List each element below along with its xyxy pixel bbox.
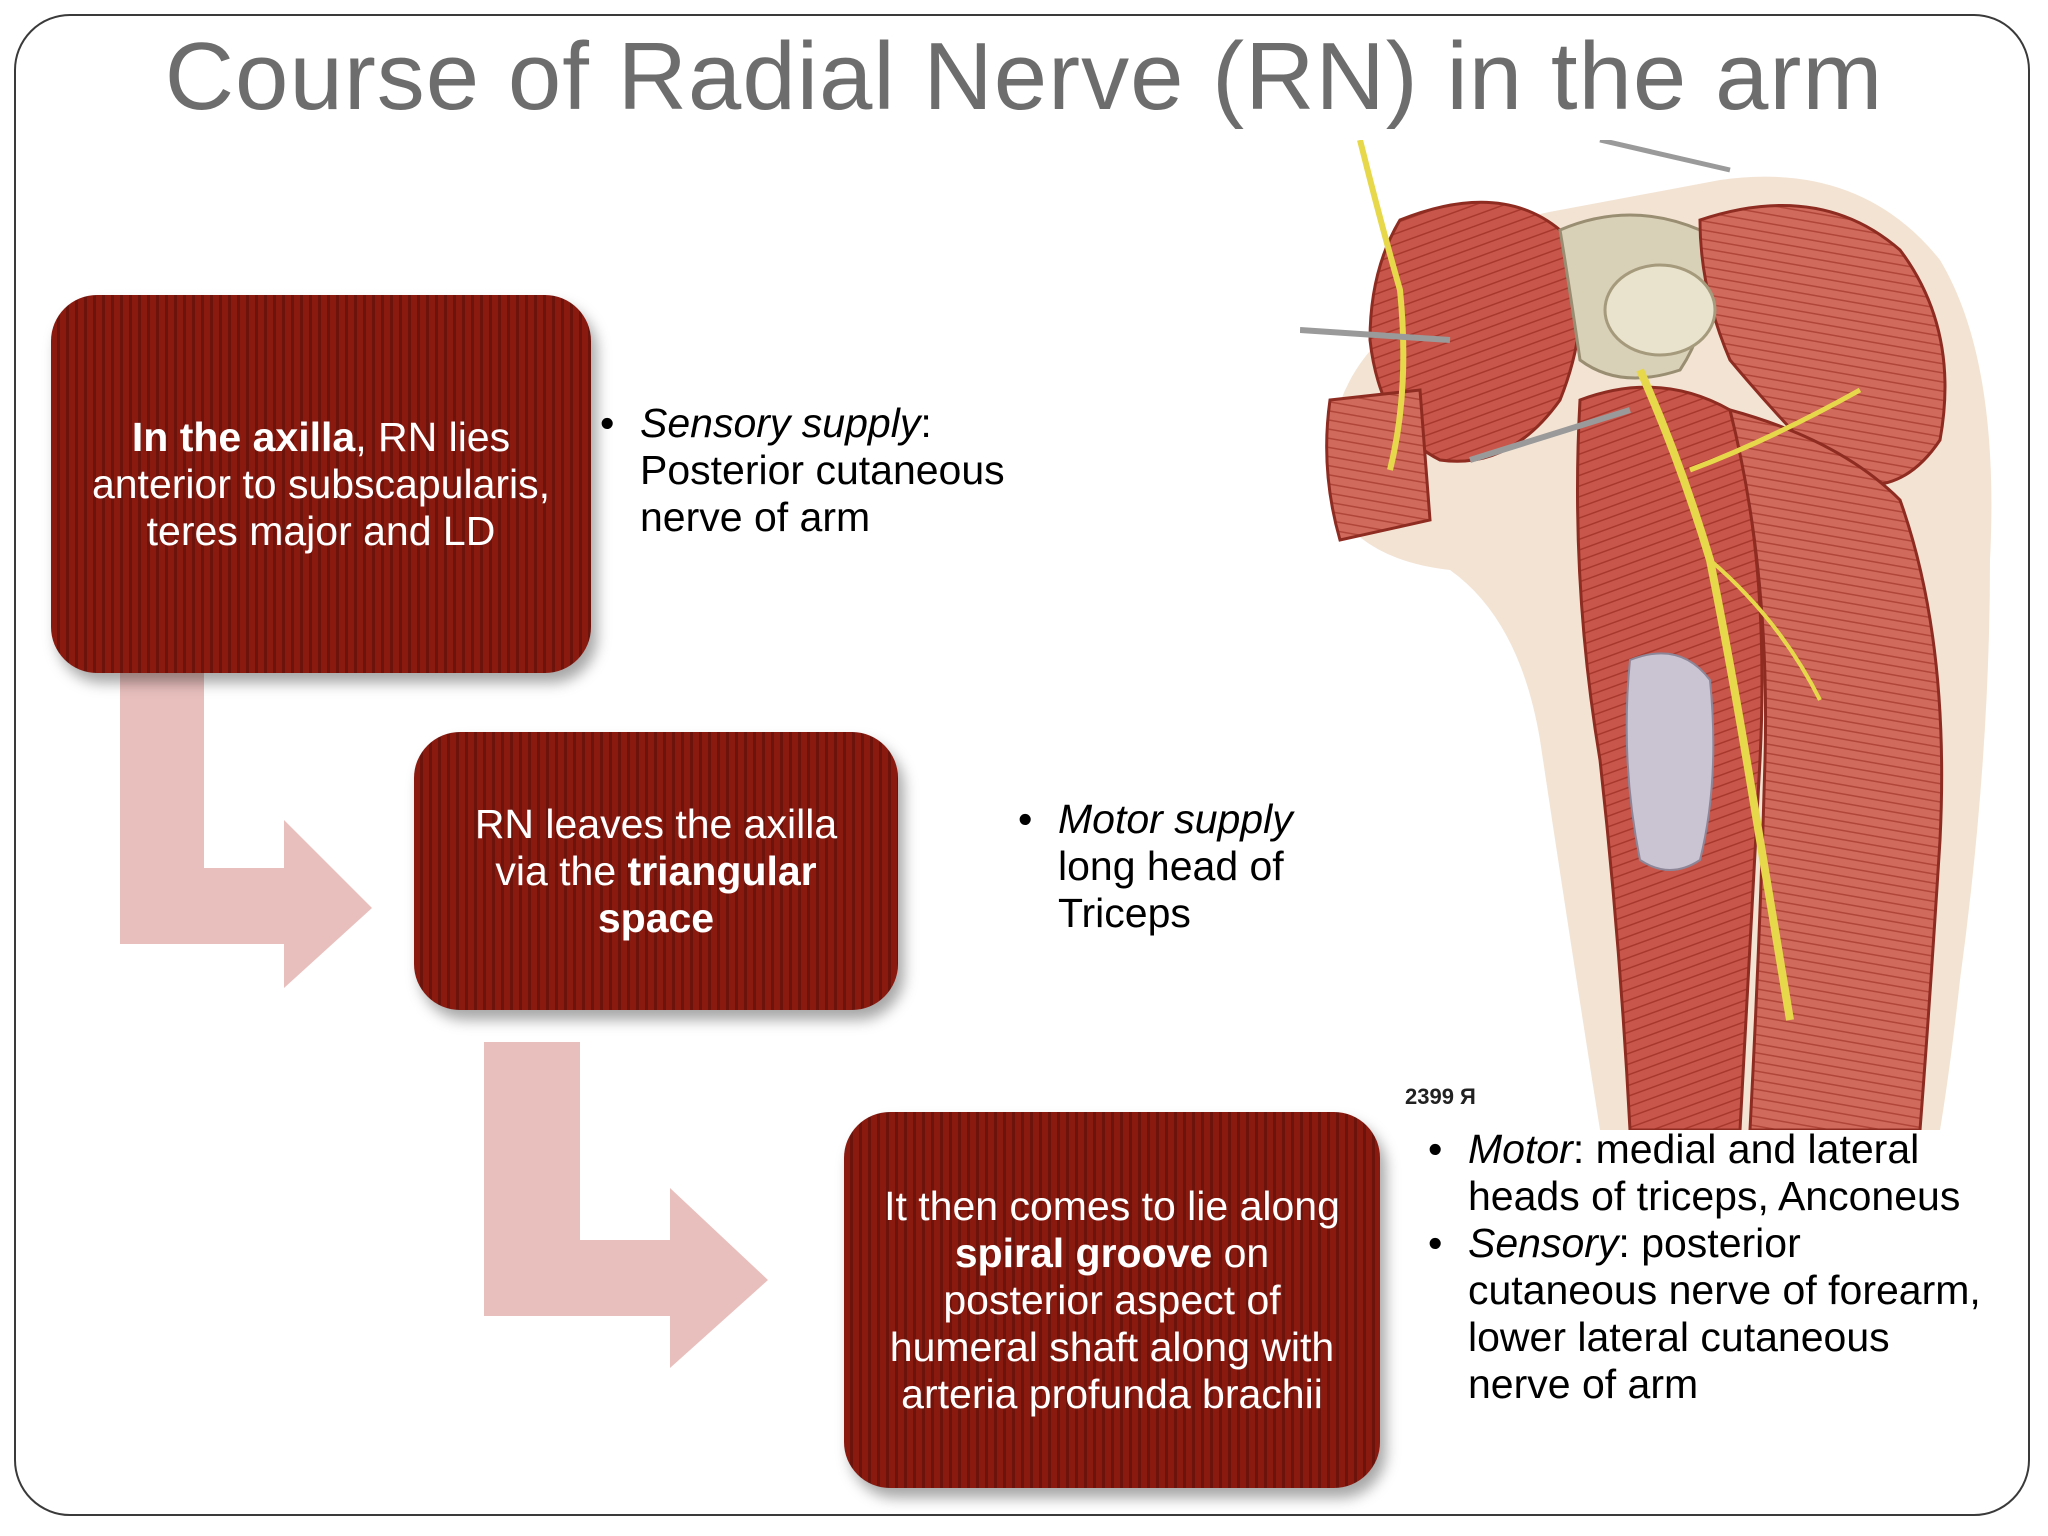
bent-arrow-1 [120,672,372,988]
note-item: •Sensory: posterior cutaneous nerve of f… [1428,1220,1981,1407]
bent-arrow-2 [484,1042,768,1368]
notes-spiral-groove-branches: •Motor: medial and lateral heads of tric… [1424,1126,1984,1408]
notes-motor-long-head: •Motor supply long head of Triceps [1014,796,1354,937]
flow-box-triangular-space-text: RN leaves the axilla via the triangular … [474,800,838,941]
slide-title: Course of Radial Nerve (RN) in the arm [164,23,1884,130]
flow-box-axilla-text: In the axilla, RN lies anterior to subsc… [91,413,551,554]
flow-box-spiral-groove: It then comes to lie along spiral groove… [844,1112,1380,1488]
notes-sensory-axilla: •Sensory supply: Posterior cutaneous ner… [596,400,1076,541]
note-item: •Motor supply long head of Triceps [1018,796,1293,936]
figure-code: 2399 Я [1405,1084,1476,1109]
flow-box-triangular-space: RN leaves the axilla via the triangular … [414,732,898,1010]
flow-box-spiral-groove-text: It then comes to lie along spiral groove… [884,1182,1340,1417]
note-item: •Motor: medial and lateral heads of tric… [1428,1126,1961,1219]
flow-box-axilla: In the axilla, RN lies anterior to subsc… [51,295,591,673]
note-item: •Sensory supply: Posterior cutaneous ner… [600,400,1005,540]
anatomy-illustration [1300,140,1992,1130]
